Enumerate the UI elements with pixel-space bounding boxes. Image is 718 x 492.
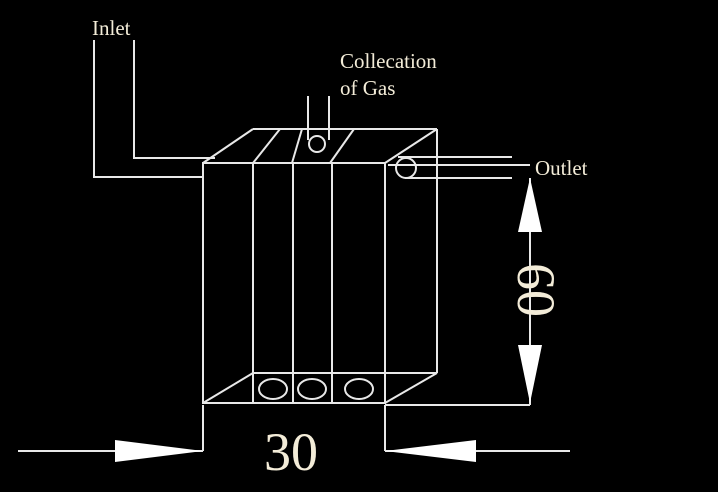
inlet-label: Inlet	[92, 16, 131, 40]
cell-box	[202, 128, 438, 404]
gas-collection-label: Collecation	[340, 49, 437, 73]
height-dimension	[385, 178, 542, 406]
width-dimension	[18, 405, 570, 462]
inlet-pipes	[93, 40, 215, 178]
outlet-label: Outlet	[535, 156, 588, 180]
width-dimension-label: 30	[264, 422, 318, 482]
gas-collection-label-line2: of Gas	[340, 76, 395, 100]
outlet-pipe	[388, 156, 530, 179]
gas-collection-pipe	[307, 96, 330, 153]
bottom-holes	[258, 378, 374, 400]
height-dimension-label: 60	[506, 263, 566, 317]
